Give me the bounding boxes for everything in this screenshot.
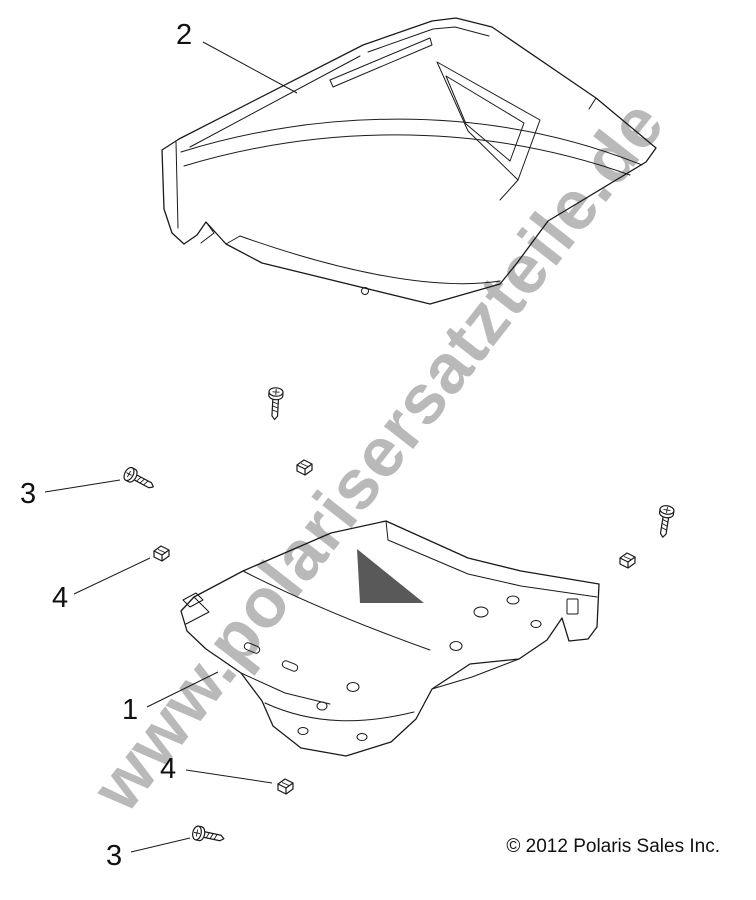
clip-nut-upper-middle	[296, 459, 313, 476]
callout-label-2: 2	[176, 19, 193, 51]
callout-label-3-upper: 3	[20, 478, 37, 510]
clip-nut-right	[619, 552, 636, 569]
copyright-notice: © 2012 Polaris Sales Inc.	[506, 836, 720, 857]
screw-bottom	[190, 824, 226, 847]
clip-nut-bottom	[277, 778, 294, 795]
screw-upper-middle	[266, 386, 284, 421]
callout-label-4-lower: 4	[160, 753, 177, 785]
callout-label-3-lower: 3	[106, 840, 123, 872]
part-mounting-bracket	[180, 520, 600, 757]
screw-right	[655, 504, 676, 539]
part-hood-cover	[161, 17, 657, 305]
clip-nut-left	[153, 545, 170, 562]
callout-label-1: 1	[122, 694, 139, 726]
callout-label-4-left: 4	[52, 582, 69, 614]
callout-leader-lines	[44, 41, 298, 853]
screw-upper-left	[121, 465, 158, 494]
